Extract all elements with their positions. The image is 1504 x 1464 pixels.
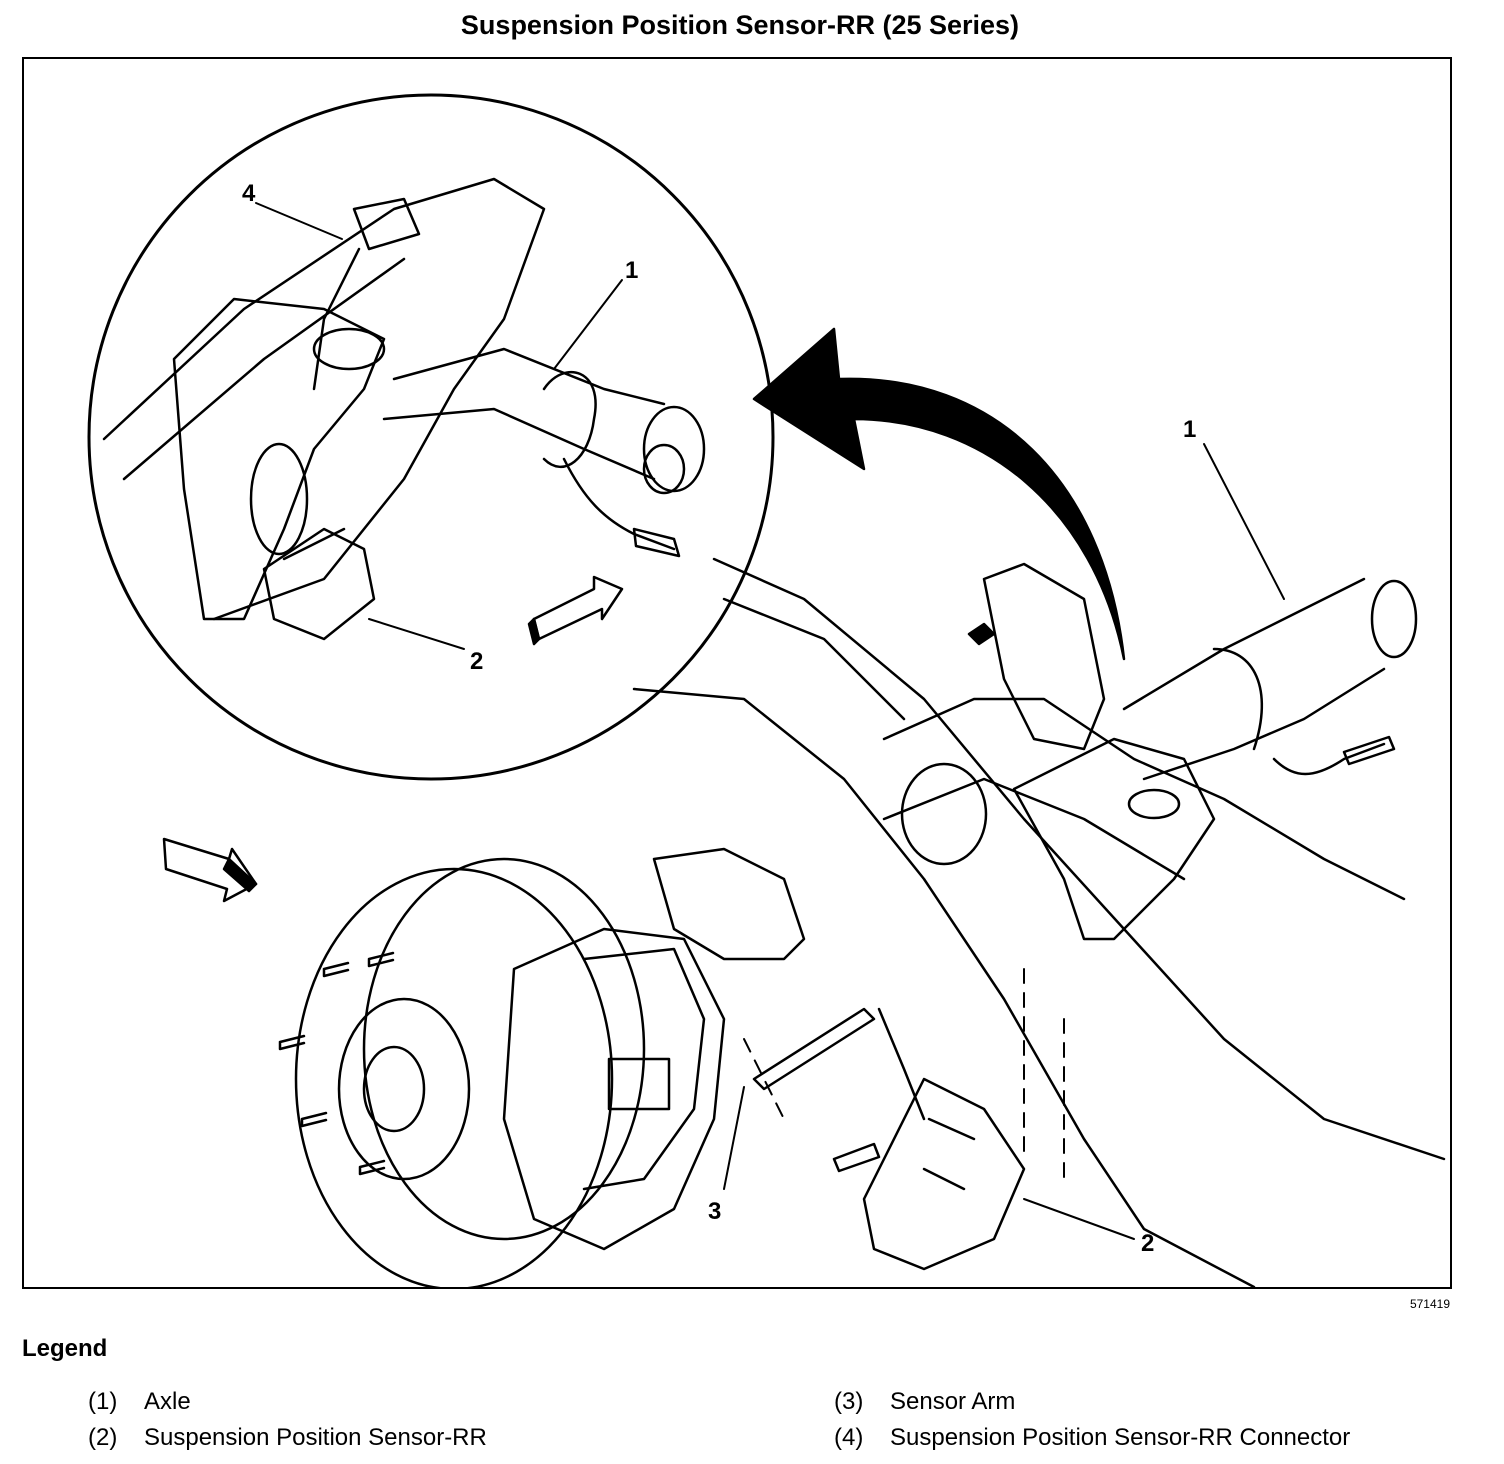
legend-item-number: (2) — [88, 1424, 118, 1451]
callout-4-inset: 4 — [242, 180, 256, 207]
detail-inset — [87, 93, 775, 781]
legend-item-1: (1) Axle — [88, 1388, 191, 1416]
callout-3-main: 3 — [708, 1198, 721, 1225]
legend-item-2: (2) Suspension Position Sensor-RR — [88, 1424, 487, 1452]
legend-item-3: (3) Sensor Arm — [834, 1388, 1015, 1416]
zoom-arrow — [752, 327, 1126, 661]
exploded-view-illustration: 4 1 2 1 2 3 — [87, 93, 1446, 1287]
callout-1-inset: 1 — [625, 257, 638, 284]
legend-title: Legend — [22, 1335, 108, 1362]
legend-item-number: (3) — [834, 1388, 864, 1415]
legend-item-label: Sensor Arm — [890, 1388, 1016, 1415]
legend-item-label: Axle — [144, 1388, 191, 1415]
callout-2-main: 2 — [1141, 1230, 1154, 1257]
callout-1-main: 1 — [1183, 416, 1196, 443]
figure-number: 571419 — [1409, 1297, 1450, 1311]
legend-item-label: Suspension Position Sensor-RR Connector — [890, 1424, 1351, 1451]
legend-item-number: (4) — [834, 1424, 864, 1451]
legend-item-label: Suspension Position Sensor-RR — [144, 1424, 487, 1451]
legend-item-4: (4) Suspension Position Sensor-RR Connect… — [834, 1424, 1350, 1452]
diagram-title: Suspension Position Sensor-RR (25 Series… — [460, 10, 1020, 40]
main-view — [162, 443, 1446, 1287]
callout-2-inset: 2 — [470, 648, 483, 675]
illustration-frame: 4 1 2 1 2 3 — [22, 57, 1452, 1289]
legend-item-number: (1) — [88, 1388, 118, 1415]
